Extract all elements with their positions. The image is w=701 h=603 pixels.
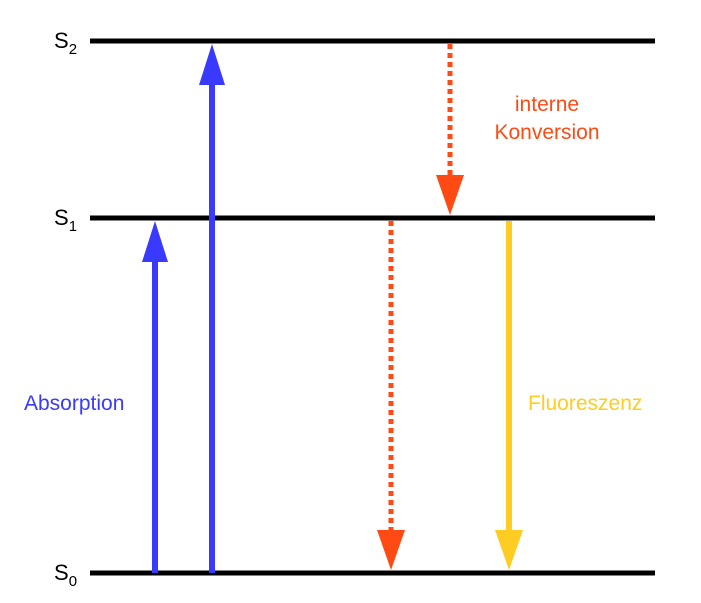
level-s1-label: S1 [54, 205, 77, 235]
internal-conversion-arrow-s2-s1 [436, 44, 464, 215]
internal-conversion-label-line2: Konversion [494, 121, 599, 144]
internal-conversion-label-line1: interne [515, 93, 579, 116]
fluorescence-label: Fluoreszenz [528, 392, 642, 415]
absorption-label: Absorption [24, 392, 124, 415]
absorption-arrow-s0-s2 [199, 44, 225, 573]
fluorescence-arrow-s1-s0 [495, 221, 523, 570]
absorption-arrow-s0-s1 [142, 221, 168, 573]
level-s2-label: S2 [54, 28, 77, 58]
level-s0-label: S0 [54, 560, 77, 590]
internal-conversion-arrow-s1-s0 [377, 221, 405, 570]
